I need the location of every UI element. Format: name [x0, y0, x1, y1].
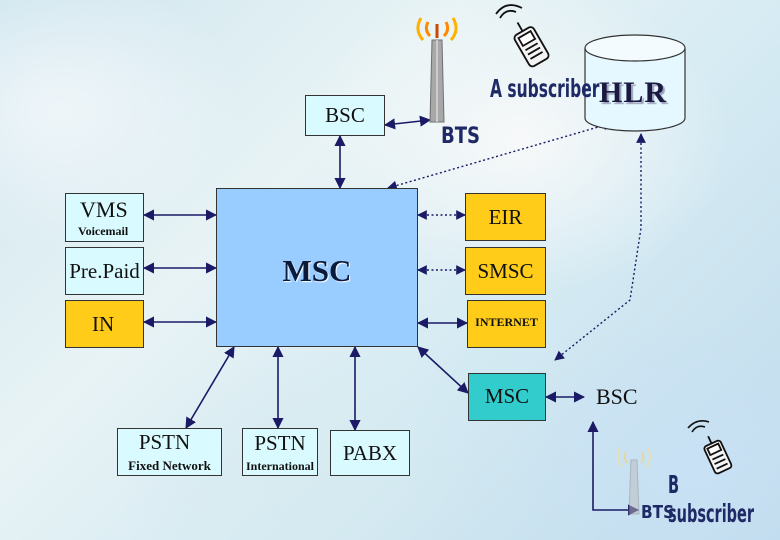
smsc-label: SMSC: [477, 258, 534, 283]
pstn-fixed-box: PSTN Fixed Network: [117, 428, 222, 476]
vms-box: VMS Voicemail: [65, 193, 144, 242]
msc-b-label: MSC: [484, 383, 530, 408]
vms-label: VMS: [80, 196, 128, 222]
pstn-fixed-sublabel: Fixed Network: [128, 458, 211, 473]
hlr-label: HLR: [599, 76, 668, 109]
a-subscriber-label: A subscriber: [490, 74, 600, 103]
pstn-intl-sublabel: International: [245, 458, 314, 473]
b-subscriber-label: B subscriber: [668, 470, 755, 528]
in-label: IN: [92, 311, 115, 336]
bts-a-label: BTS: [441, 124, 481, 149]
internet-label: INTERNET: [475, 315, 538, 329]
msc-main-label: MSC: [282, 253, 352, 288]
bts-b-label: BTS: [641, 502, 675, 523]
pabx-box: PABX: [330, 430, 410, 476]
msc-main-box: MSC: [216, 188, 418, 347]
msc-b-box: MSC: [468, 373, 546, 421]
in-box: IN: [65, 300, 144, 348]
prepaid-label: Pre.Paid: [69, 258, 140, 283]
eir-label: EIR: [488, 204, 523, 229]
link-msc-pstn-fixed: [185, 346, 235, 429]
link-msc-mscb: [417, 346, 469, 394]
pabx-label: PABX: [342, 440, 398, 465]
bsc-top-label: BSC: [325, 103, 365, 127]
link-bscb-btsb: [587, 420, 640, 516]
link-msc-hlr: [387, 120, 613, 191]
pstn-intl-label: PSTN: [254, 430, 306, 455]
link-bsc-bts: [383, 115, 432, 130]
eir-box: EIR: [465, 193, 546, 241]
pstn-intl-box: PSTN International: [242, 428, 318, 476]
pstn-fixed-label: PSTN: [138, 430, 191, 454]
prepaid-box: Pre.Paid: [65, 247, 144, 295]
internet-box: INTERNET: [467, 300, 546, 348]
smsc-box: SMSC: [465, 247, 546, 295]
vms-sublabel: Voicemail: [78, 223, 129, 238]
bsc-top-box: BSC: [305, 95, 385, 136]
bsc-b-label: BSC: [596, 384, 638, 409]
link-hlr-mscb: [554, 133, 646, 361]
